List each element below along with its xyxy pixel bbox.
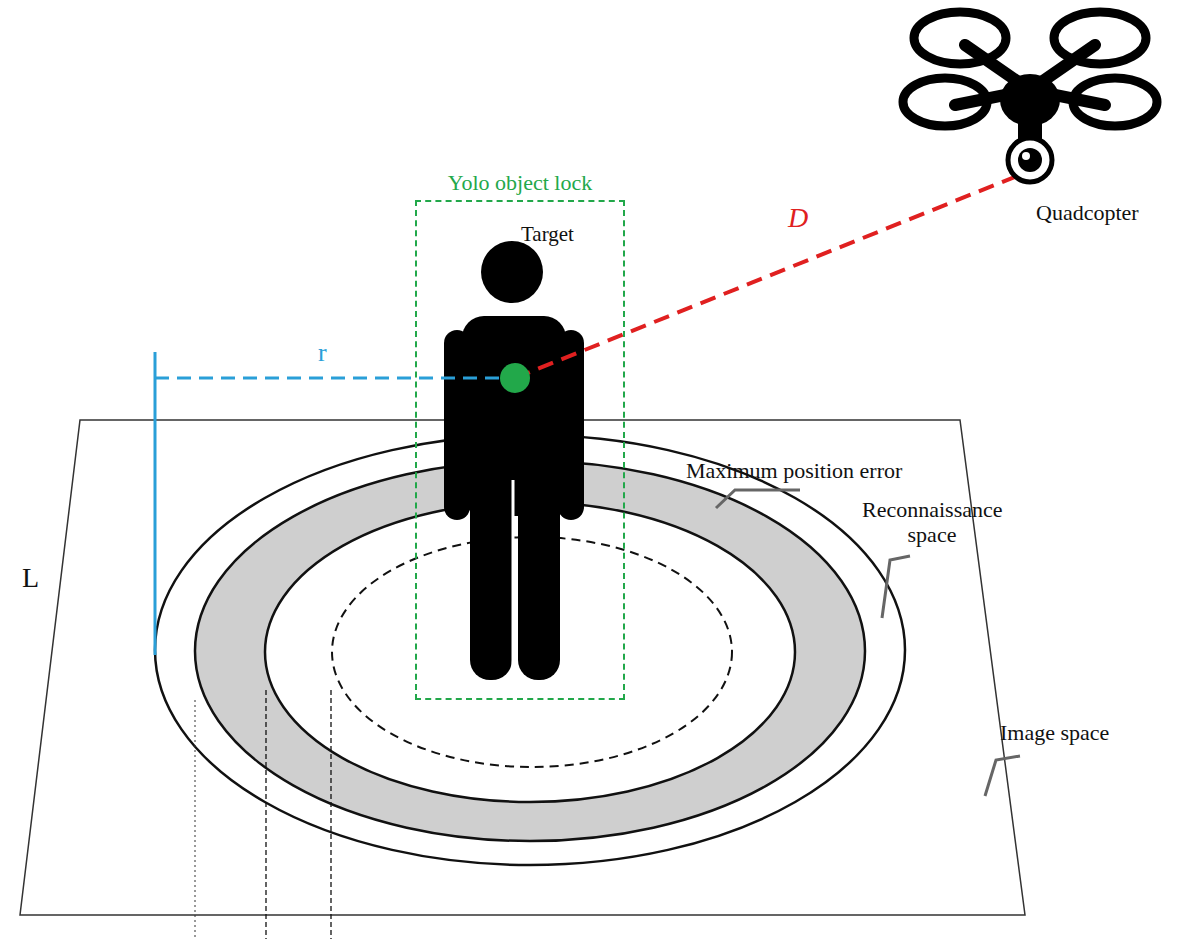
region-label: Reconnaissance space <box>862 497 1002 548</box>
image-plane <box>20 420 1025 915</box>
drop-line <box>265 690 266 939</box>
drop-line <box>195 700 196 939</box>
leader-line <box>985 756 1020 796</box>
reconnaissance-ellipse <box>155 435 905 865</box>
plane-label: Image space <box>1000 720 1109 745</box>
height-line <box>154 352 157 655</box>
leader-line <box>716 490 800 508</box>
leg-gap <box>512 480 515 680</box>
radius-label: r <box>318 338 327 368</box>
yolo-lock-box: Yolo object lockTarget <box>415 200 625 700</box>
box-heading: Yolo object lock <box>448 170 592 195</box>
height-label: L <box>22 562 39 594</box>
target-figure <box>444 241 584 680</box>
leader-line <box>882 556 910 618</box>
drop-line <box>330 690 331 939</box>
target-center <box>500 363 530 393</box>
quadcopter-icon <box>903 12 1157 182</box>
r-line <box>155 377 500 380</box>
distance-label: D <box>788 202 808 234</box>
error-ring <box>195 461 865 841</box>
distance-line <box>515 174 1022 378</box>
target-label: Target <box>521 222 574 246</box>
ring-label: Maximum position error <box>686 458 902 483</box>
drone-label: Quadcopter <box>1036 200 1139 225</box>
